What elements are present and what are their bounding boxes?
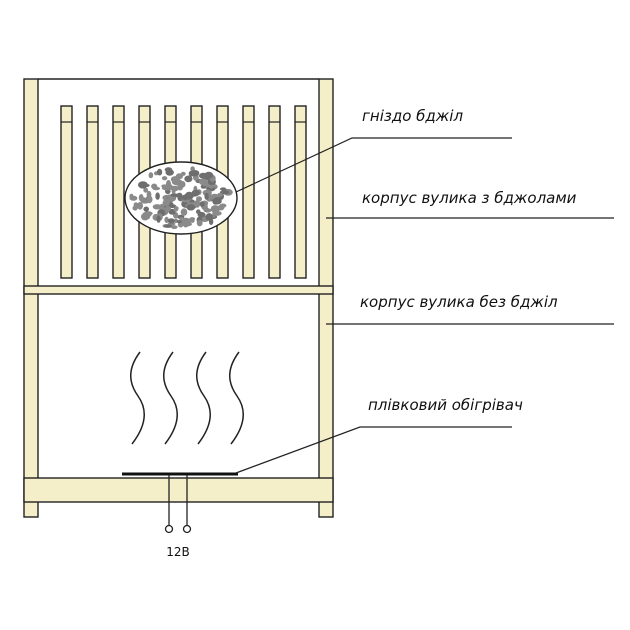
heat-wave-3	[196, 351, 211, 445]
bee-speckle	[143, 206, 149, 212]
bee-speckle	[133, 202, 139, 208]
bee-speckle	[167, 218, 175, 224]
bee-speckle	[171, 188, 176, 195]
bee-speckle	[143, 187, 149, 193]
bee-speckle	[164, 216, 169, 223]
right-wall	[318, 78, 334, 518]
bee-speckle	[162, 199, 170, 207]
bee-speckle	[220, 187, 227, 191]
bee-speckle	[180, 208, 188, 216]
bee-speckle	[152, 186, 161, 191]
bee-speckle	[179, 217, 184, 221]
bee-speckle	[212, 210, 222, 216]
bee-speckle	[186, 204, 196, 211]
bee-speckle	[145, 212, 151, 220]
bee-speckle	[197, 211, 206, 218]
bee-speckle	[161, 186, 172, 191]
frame-2	[86, 105, 99, 279]
bee-speckle	[165, 205, 171, 212]
bee-speckle	[190, 170, 200, 177]
bee-speckle	[182, 194, 189, 201]
bee-speckle	[196, 196, 202, 202]
terminal-right	[182, 524, 192, 534]
bee-speckle	[189, 218, 195, 223]
left-wall	[23, 78, 39, 518]
hive-walls	[23, 78, 334, 518]
bee-speckle	[138, 181, 148, 189]
bee-speckle	[176, 220, 182, 224]
bee-speckle	[157, 168, 163, 176]
bee-speckle	[204, 192, 209, 200]
frame-1	[60, 105, 73, 279]
bee-speckle	[205, 216, 212, 220]
bee-speckle	[170, 193, 179, 197]
label-voltage: 12В	[166, 545, 190, 559]
label-nest: гніздо бджіл	[362, 107, 463, 125]
label-heater: плівковий обігрівач	[368, 396, 523, 414]
bee-speckle	[138, 194, 144, 202]
bee-speckle	[191, 189, 200, 196]
bee-speckle	[148, 172, 154, 179]
frame-9	[268, 105, 281, 279]
bee-speckle	[217, 192, 223, 197]
leader-nest	[235, 137, 512, 193]
divider-board	[23, 285, 334, 295]
label-body-with-bees: корпус вулика з бджолами	[362, 189, 577, 207]
heat-wave-1	[130, 351, 145, 445]
film-heater	[122, 472, 238, 534]
frame-8	[242, 105, 255, 279]
bee-speckle	[203, 208, 213, 212]
heat-wave-2	[163, 351, 178, 445]
bee-speckle	[199, 179, 209, 186]
bee-speckle	[199, 201, 205, 207]
bee-speckle	[155, 192, 160, 200]
bee-speckle	[161, 176, 168, 181]
leader-heater	[235, 426, 512, 474]
bee-speckle	[181, 199, 190, 203]
leader-lines	[235, 137, 614, 474]
bee-speckle	[208, 217, 214, 226]
bee-speckle	[171, 225, 178, 230]
frame-3	[112, 105, 125, 279]
bee-speckle	[204, 171, 214, 179]
frame-10	[294, 105, 307, 279]
bee-speckle	[156, 215, 161, 223]
bee-speckle	[173, 207, 179, 212]
bee-speckle	[212, 198, 219, 205]
heat-waves	[130, 351, 244, 445]
bee-speckle	[219, 190, 230, 195]
heat-wave-4	[229, 351, 244, 445]
bee-speckle	[137, 202, 143, 210]
bee-speckle	[164, 224, 173, 228]
bee-speckle	[129, 193, 134, 199]
bee-speckle	[171, 179, 182, 186]
bee-nest-cluster	[124, 161, 238, 235]
bee-speckle	[145, 195, 153, 204]
label-body-without-bees: корпус вулика без бджіл	[360, 293, 558, 311]
bee-speckle	[219, 203, 227, 208]
nest-speckles	[129, 166, 233, 230]
bee-speckle	[196, 219, 203, 227]
bottom-board	[23, 477, 334, 503]
terminal-left	[164, 524, 174, 534]
bee-speckle	[165, 169, 174, 176]
bee-speckle	[179, 220, 188, 226]
bee-speckle	[184, 175, 193, 183]
